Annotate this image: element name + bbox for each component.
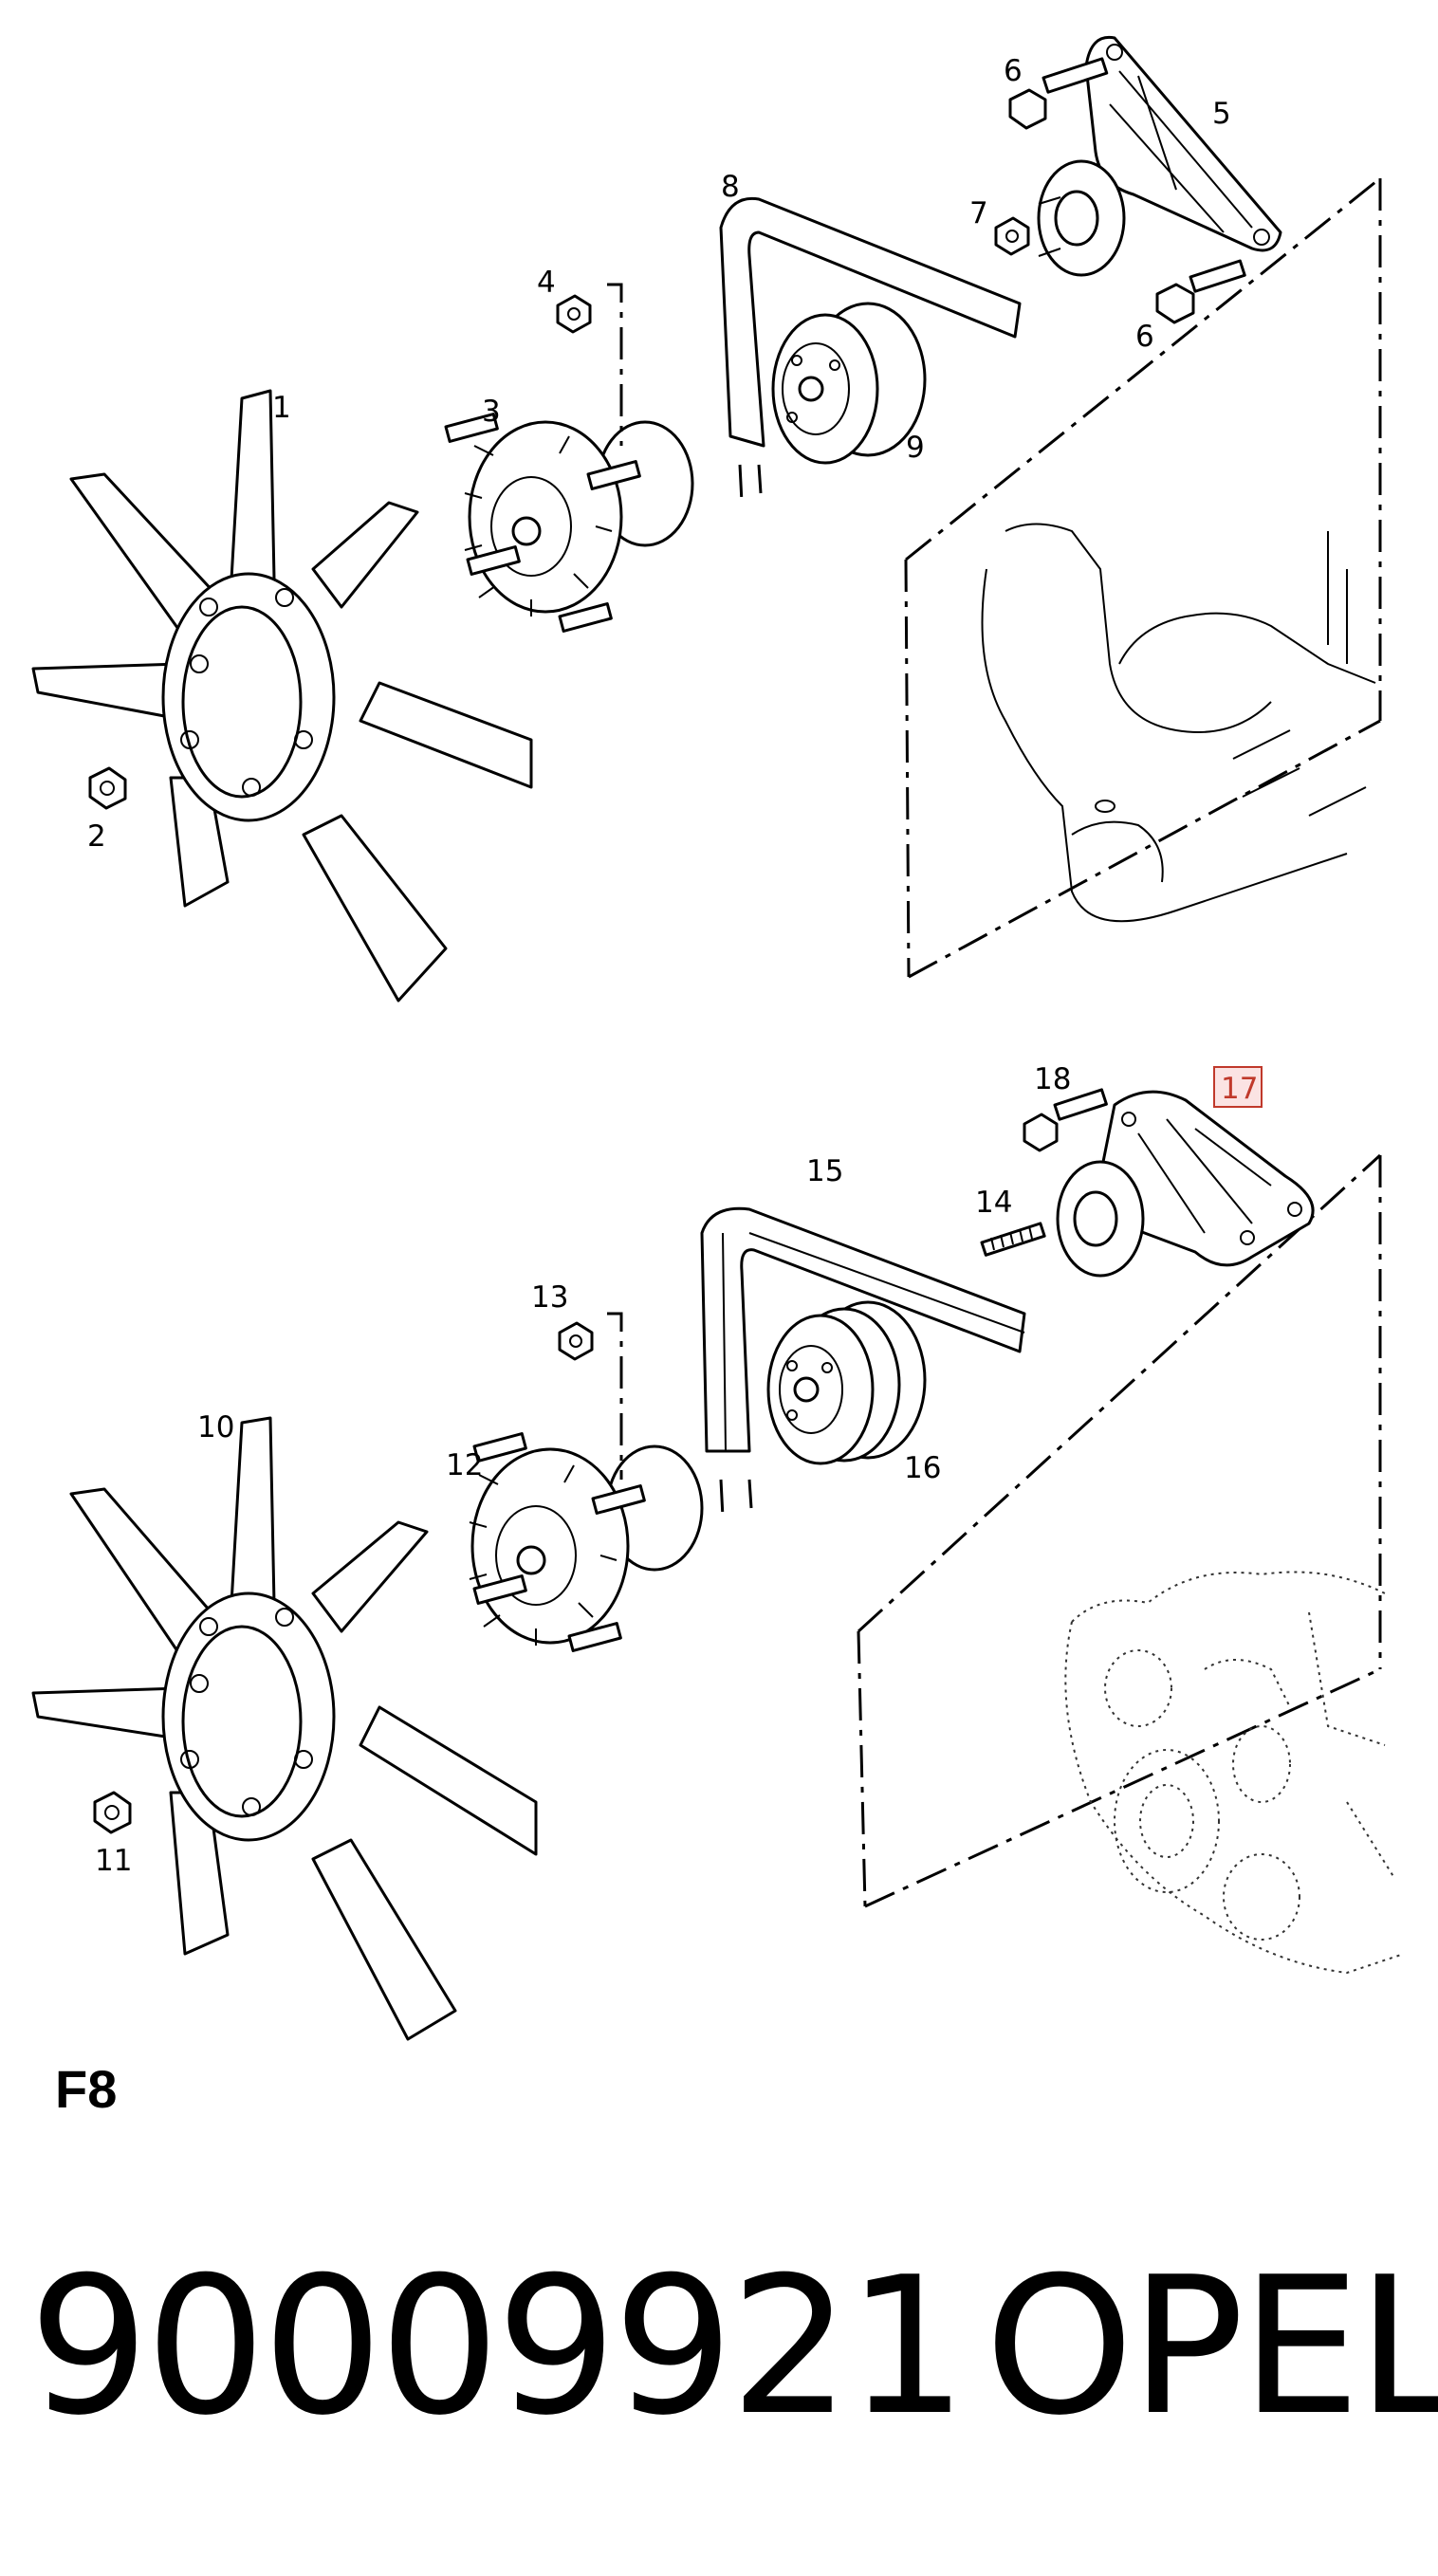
callout-18: 18: [1034, 1062, 1071, 1096]
callout-8: 8: [721, 170, 740, 204]
fan-clutch-upper: [444, 413, 694, 633]
bolt-18: [1023, 1088, 1108, 1152]
callout-9: 9: [906, 431, 925, 465]
callout-12: 12: [446, 1448, 483, 1482]
figure-label: F8: [55, 2059, 118, 2119]
brand-name: OPEL: [985, 2236, 1438, 2457]
nut-13: [558, 1312, 623, 1480]
v-belt-upper: [719, 196, 1022, 504]
fan-clutch-lower: [469, 1432, 704, 1652]
cooling-fan-lower: [31, 1416, 538, 2041]
pulley-lower: [766, 1300, 927, 1465]
v-belt-lower: [700, 1206, 1026, 1518]
pulley-upper: [771, 302, 927, 465]
callout-17-highlight: [1213, 1066, 1263, 1108]
callout-6a: 6: [1004, 54, 1023, 88]
cooling-fan-upper: [31, 389, 533, 1003]
engine-frame-lower: [857, 1153, 1405, 1975]
engine-frame-upper: [904, 176, 1382, 979]
callout-1: 1: [272, 391, 291, 425]
callout-6b: 6: [1135, 320, 1154, 354]
bolt-6a: [1008, 57, 1109, 130]
stud-14: [980, 1222, 1046, 1257]
water-pump-lower: [1056, 1090, 1315, 1278]
callout-3: 3: [482, 395, 501, 429]
nut-7: [994, 196, 1061, 257]
callout-4: 4: [537, 266, 556, 300]
nut-4: [556, 283, 623, 446]
callout-5: 5: [1212, 97, 1231, 131]
lower-assembly: 10 11 12 13 14 15 16 17 18: [31, 1062, 1405, 2041]
nut-11: [93, 1791, 132, 1834]
water-pump-upper: [1037, 35, 1282, 277]
callout-7: 7: [969, 196, 988, 230]
callout-11: 11: [95, 1844, 132, 1878]
callout-10: 10: [197, 1410, 234, 1444]
callout-2: 2: [87, 819, 106, 854]
upper-assembly: 1 2 3 4 5 6 6 7 8 9: [31, 35, 1382, 1003]
callout-14: 14: [975, 1186, 1012, 1220]
nut-2: [88, 766, 127, 810]
callout-17: 17: [1221, 1072, 1258, 1106]
part-number: 90009921: [28, 2236, 968, 2457]
callout-16: 16: [904, 1451, 941, 1485]
callout-13: 13: [531, 1280, 568, 1315]
bolt-6b: [1155, 259, 1246, 324]
callout-15: 15: [806, 1154, 843, 1188]
